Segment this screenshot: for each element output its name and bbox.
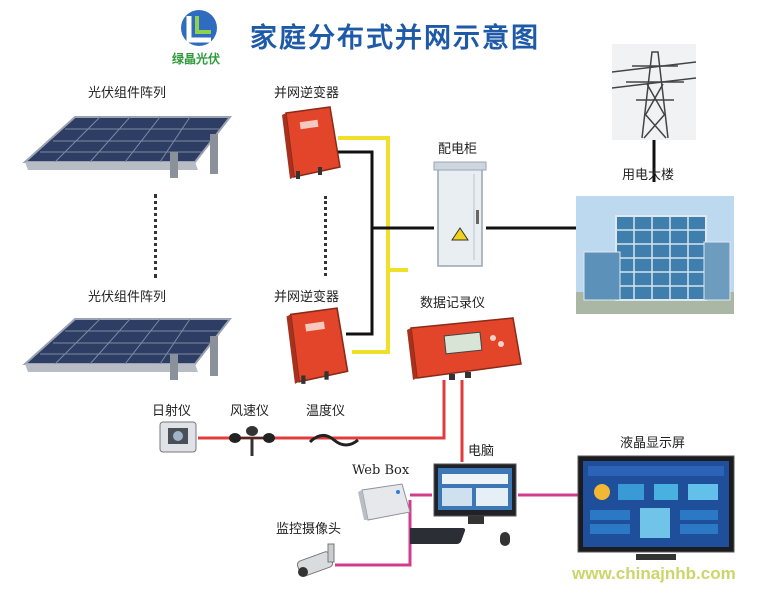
inverter-top bbox=[278, 105, 342, 181]
anemometer-label: 风速仪 bbox=[230, 404, 270, 419]
webbox-device-icon bbox=[358, 483, 411, 521]
dc-wire-top bbox=[338, 136, 390, 270]
data-logger bbox=[405, 316, 523, 382]
building-label: 用电大楼 bbox=[622, 168, 675, 183]
camera-wire bbox=[335, 500, 412, 567]
watermark: www.chinajnhb.com bbox=[572, 564, 736, 583]
inverter-ellipsis bbox=[324, 196, 333, 276]
web-box bbox=[358, 482, 412, 522]
cabinet-icon bbox=[433, 161, 487, 267]
pyranometer-icon bbox=[159, 421, 197, 453]
transmission-tower-icon bbox=[611, 44, 697, 140]
solar-panel-icon bbox=[22, 318, 233, 380]
temperature-sensor bbox=[306, 428, 362, 454]
cabinet-label: 配电柜 bbox=[438, 142, 478, 157]
pv-array-top bbox=[20, 112, 235, 180]
pv-array-bottom-label: 光伏组件阵列 bbox=[88, 290, 167, 305]
webbox-label: Web Box bbox=[352, 463, 410, 478]
inverter-bottom-label: 并网逆变器 bbox=[274, 290, 340, 305]
camera-label: 监控摄像头 bbox=[276, 522, 342, 537]
surveillance-camera bbox=[294, 540, 340, 584]
temperature-probe-icon bbox=[308, 434, 359, 447]
lcd-label: 液晶显示屏 bbox=[620, 436, 686, 451]
pv-array-bottom bbox=[20, 314, 235, 382]
brand-name: 绿晶光伏 bbox=[172, 52, 221, 66]
page-title: 家庭分布式并网示意图 bbox=[250, 23, 540, 54]
computer-icon bbox=[391, 463, 517, 546]
sensor-wire bbox=[198, 380, 446, 440]
computer-label: 电脑 bbox=[468, 444, 495, 459]
thermometer-label: 温度仪 bbox=[306, 404, 346, 419]
cctv-camera-icon bbox=[296, 543, 335, 577]
irradiance-sensor bbox=[158, 420, 198, 456]
pv-array-ellipsis bbox=[154, 194, 163, 278]
ac-wire-bottom bbox=[346, 228, 374, 336]
datalogger-label: 数据记录仪 bbox=[420, 296, 486, 311]
solar-panel-icon bbox=[22, 116, 233, 178]
office-building bbox=[576, 196, 734, 314]
anemometer bbox=[228, 422, 276, 458]
inverter-top-label: 并网逆变器 bbox=[274, 86, 340, 101]
power-grid-tower bbox=[611, 44, 697, 140]
ac-wire-top bbox=[322, 150, 374, 228]
inverter-bottom bbox=[282, 306, 350, 386]
inverter-icon bbox=[282, 106, 341, 179]
distribution-cabinet bbox=[432, 160, 488, 270]
desktop-computer bbox=[391, 462, 520, 554]
data-logger-icon bbox=[407, 317, 522, 380]
brand-logo bbox=[175, 8, 223, 48]
solar-brand-logo-icon bbox=[181, 10, 217, 46]
building-icon bbox=[576, 196, 734, 314]
anemometer-icon bbox=[229, 426, 275, 456]
dc-wire-bottom bbox=[352, 268, 408, 354]
irradiance-label: 日射仪 bbox=[152, 404, 192, 419]
lcd-display bbox=[576, 454, 736, 566]
inverter-icon bbox=[286, 307, 349, 384]
pv-array-top-label: 光伏组件阵列 bbox=[88, 86, 167, 101]
lcd-screen-icon bbox=[577, 455, 735, 560]
